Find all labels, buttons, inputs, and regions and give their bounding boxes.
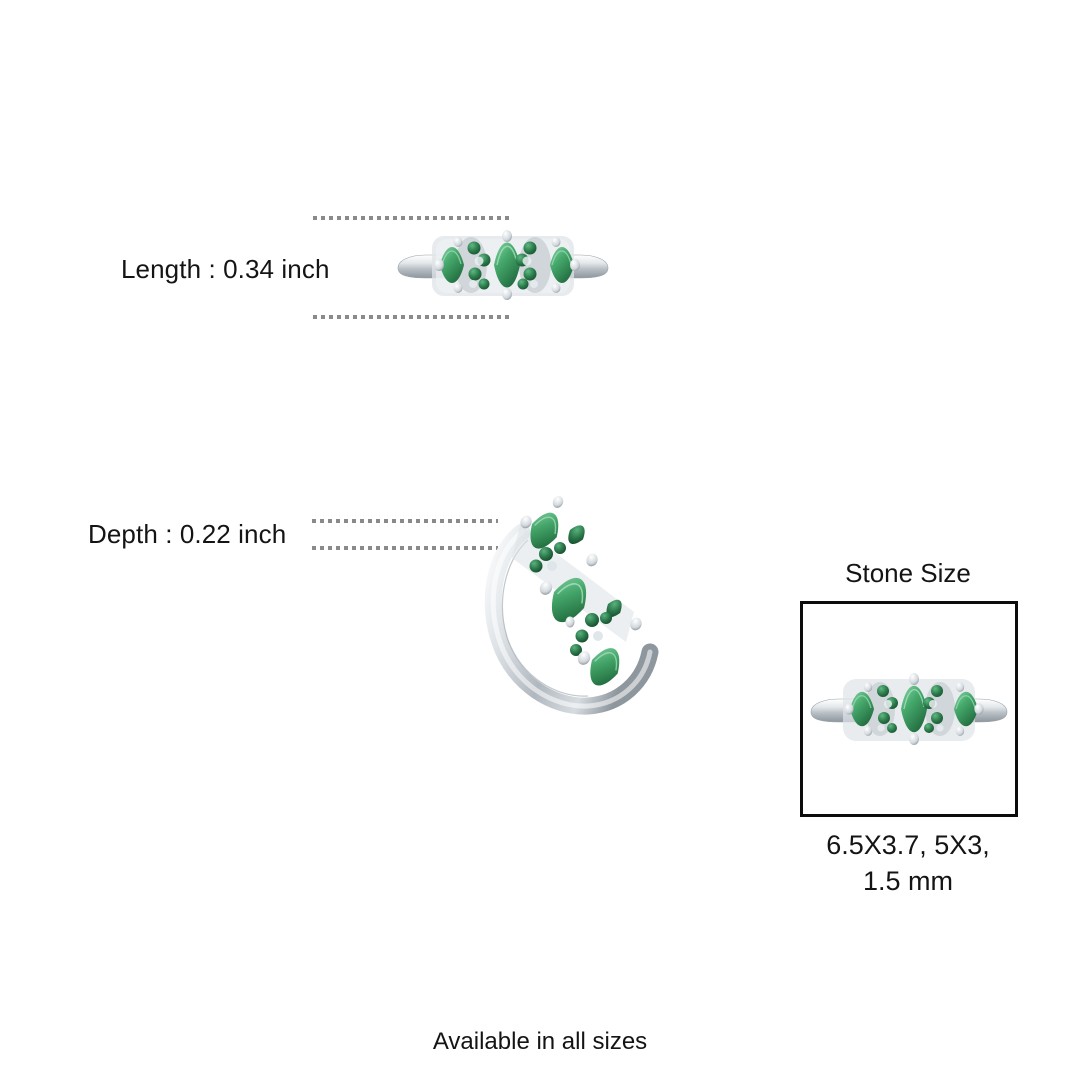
length-guide-line-top [313, 216, 509, 220]
ring-stone-size-view-image [809, 662, 1009, 756]
depth-guide-line-bottom [312, 546, 498, 550]
depth-guide-line-top [312, 519, 498, 523]
length-guide-line-bottom [313, 315, 509, 319]
stone-size-title: Stone Size [845, 558, 971, 588]
availability-note: Available in all sizes [432, 1028, 648, 1055]
stone-size-caption-line-1: 6.5X3.7, 5X3, [826, 830, 990, 860]
stone-size-caption: 6.5X3.7, 5X3, 1.5 mm [800, 827, 1016, 900]
stone-size-caption-line-2: 1.5 mm [862, 866, 954, 897]
ring-angle-view-image [484, 492, 660, 716]
length-label: Length : 0.34 inch [121, 254, 330, 284]
ring-top-view-image [396, 222, 610, 308]
stone-size-panel: Stone Size [800, 558, 1018, 900]
stone-size-box [800, 601, 1018, 817]
depth-label: Depth : 0.22 inch [88, 519, 287, 549]
